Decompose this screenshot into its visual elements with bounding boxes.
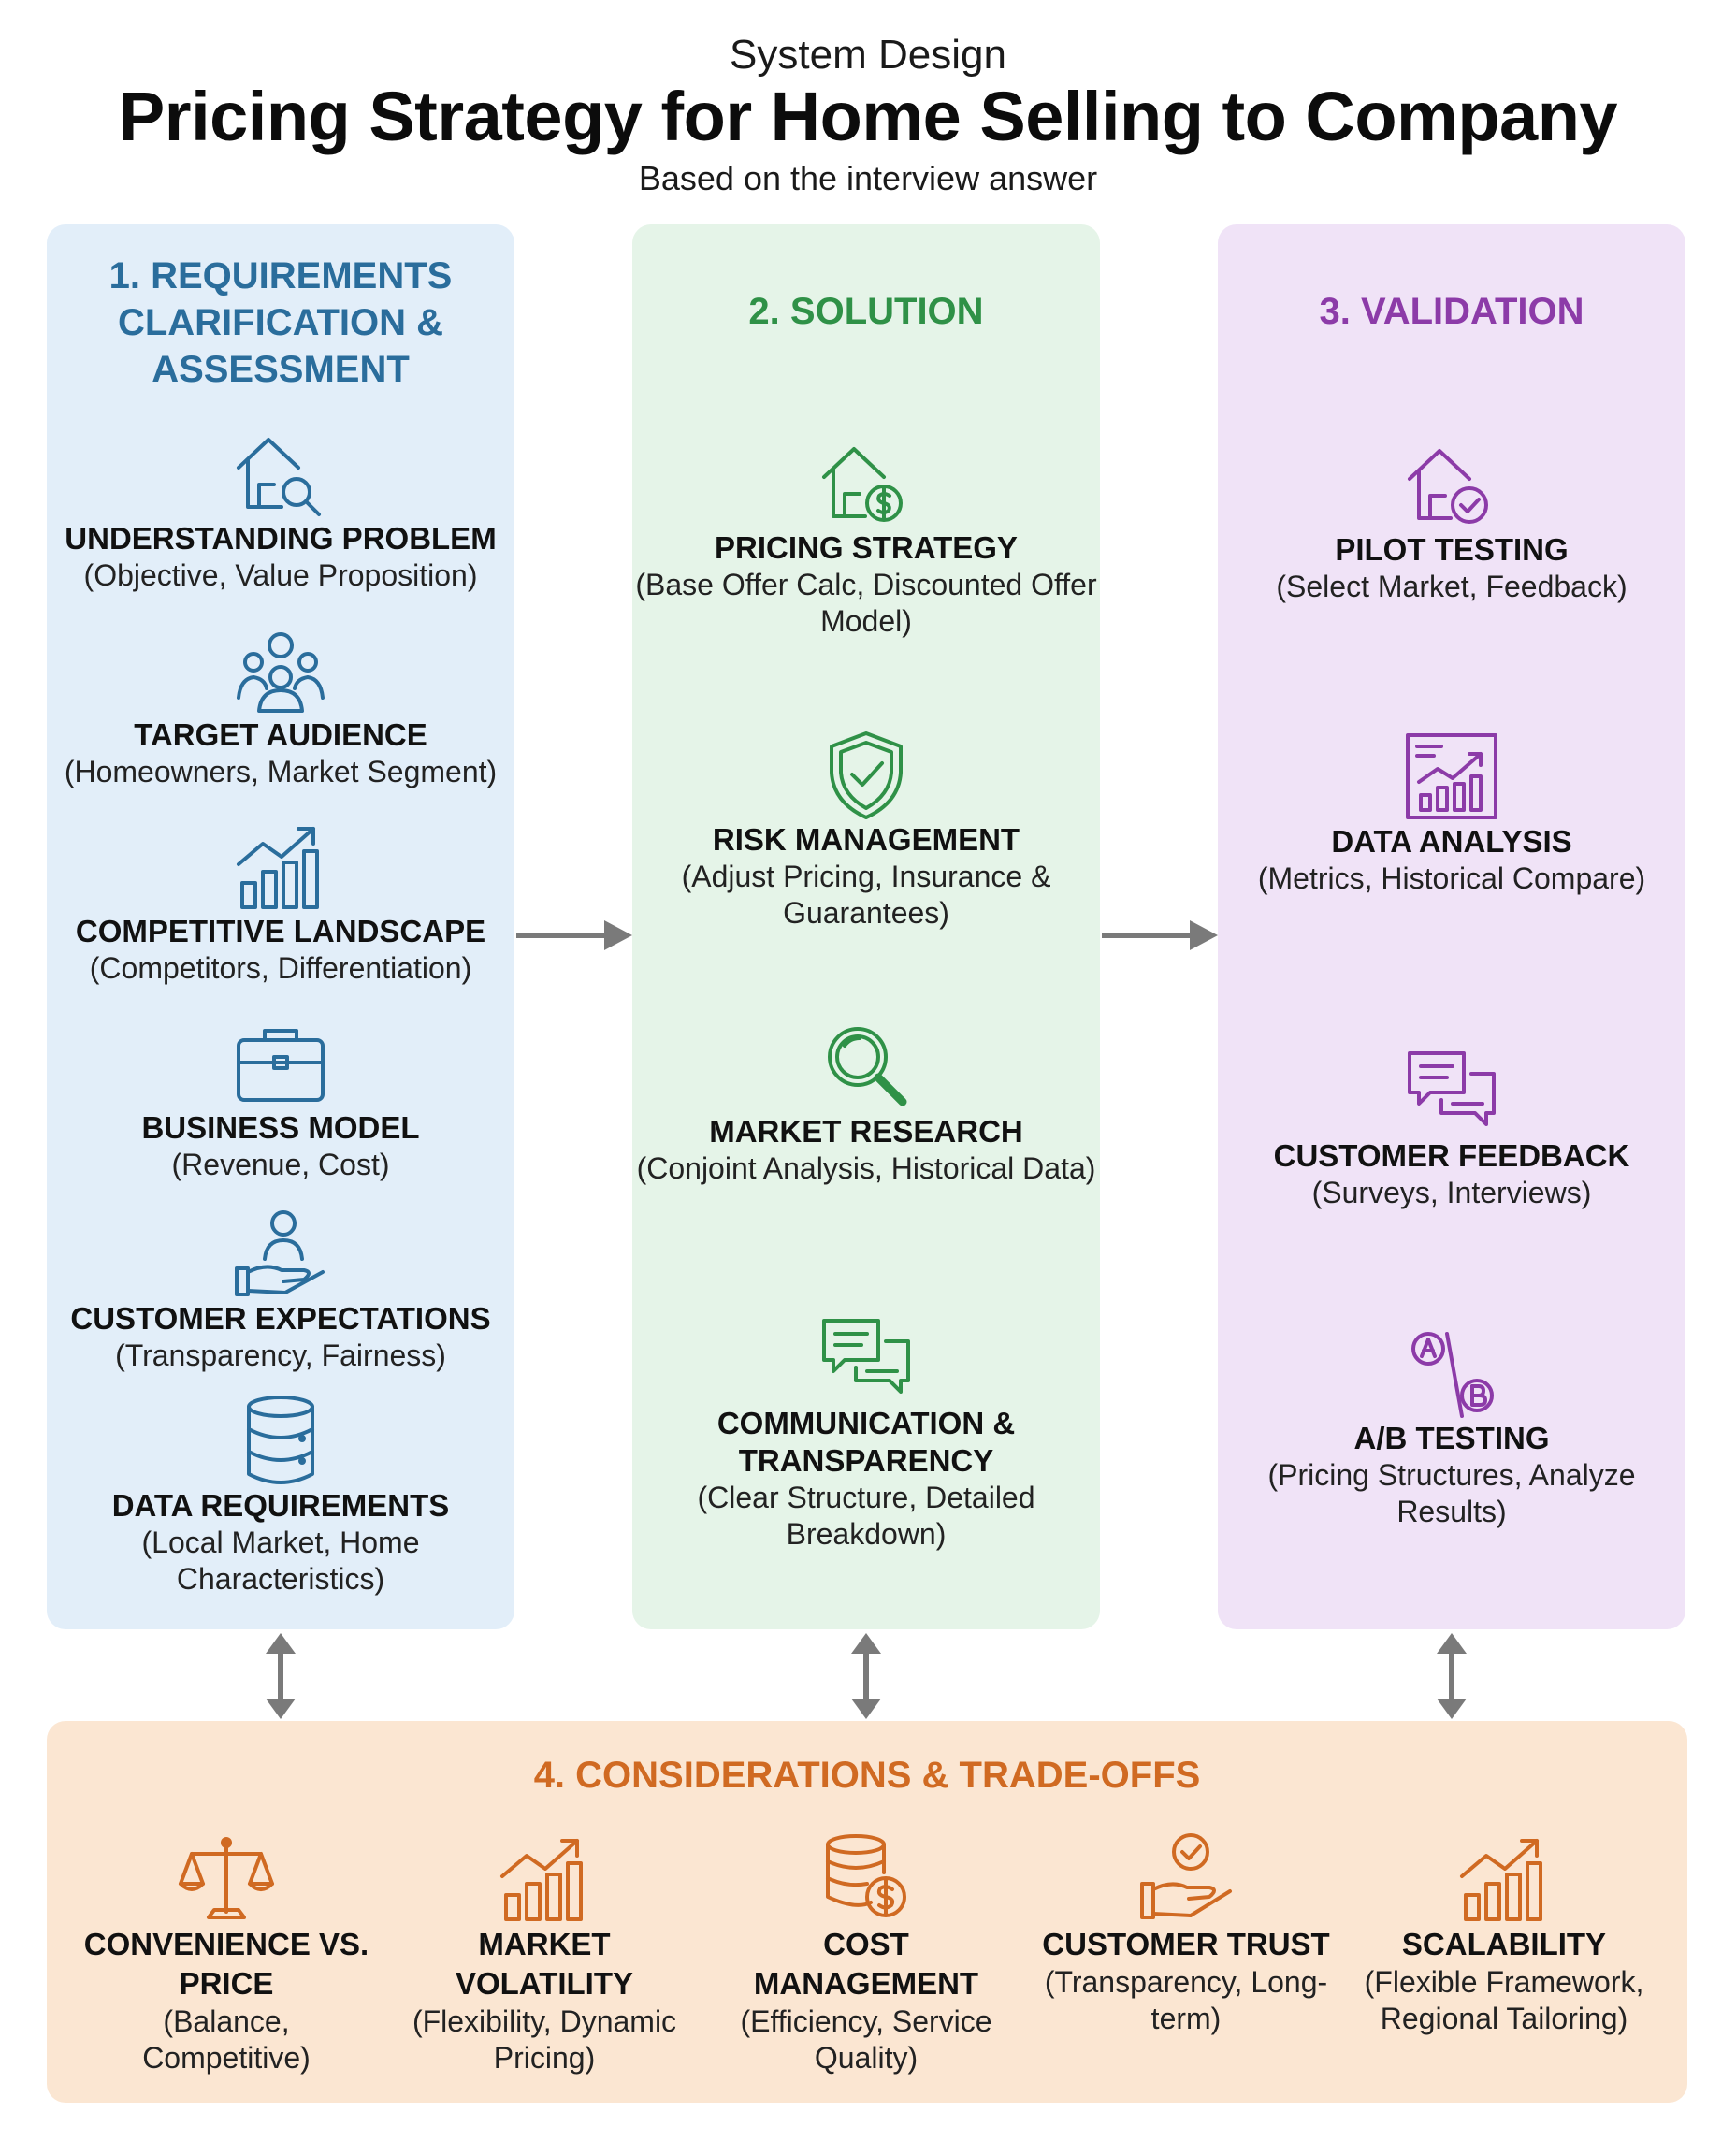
market-research-item: MARKET RESEARCH (Conjoint Analysis, Hist… [632,1020,1100,1187]
cost-management-item: COST MANAGEMENT (Efficiency, Service Qua… [716,1831,1016,2076]
item-description: (Transparency, Long-term) [1044,1965,1328,2035]
item-description: (Transparency, Fairness) [115,1338,446,1372]
item-title: COMPETITIVE LANDSCAPE [75,914,486,948]
validation-column: 3. VALIDATION PILOT TESTING (Select Mark… [1218,224,1685,1629]
customer-feedback-item: CUSTOMER FEEDBACK (Surveys, Interviews) [1218,1044,1685,1211]
diagram-supertitle: System Design [730,32,1006,78]
business-model-item: BUSINESS MODEL (Revenue, Cost) [47,1016,514,1183]
item-title: CUSTOMER FEEDBACK [1273,1138,1630,1173]
magnifier-icon [828,1027,907,1106]
item-description: (Flexibility, Dynamic Pricing) [412,2004,677,2075]
item-description: (Revenue, Cost) [171,1148,390,1181]
chat-bubbles-icon [1408,1051,1496,1126]
item-description: (Balance, Competitive) [142,2004,311,2075]
person-hand-icon [235,1210,325,1296]
item-title: COMMUNICATION & TRANSPARENCY [716,1406,1016,1478]
flow-arrow-requirements-to-solution [516,920,632,950]
flow-arrow-solution-to-validation [1102,920,1218,950]
item-title: MARKET RESEARCH [709,1114,1023,1149]
customer-expectations-item: CUSTOMER EXPECTATIONS (Transparency, Fai… [47,1207,514,1374]
communication-transparency-item: COMMUNICATION & TRANSPARENCY (Clear Stru… [632,1311,1100,1553]
considerations-title: 4. CONSIDERATIONS & TRADE-OFFS [533,1755,1201,1796]
chat-bubbles-icon [822,1319,910,1394]
double-arrow-solution-considerations [851,1633,881,1719]
pricing-strategy-item: PRICING STRATEGY (Base Offer Calc, Disco… [632,436,1100,640]
item-title: COST MANAGEMENT [753,1927,979,2001]
understanding-problem-item: UNDERSTANDING PROBLEM (Objective, Value … [47,427,514,594]
item-title: DATA REQUIREMENTS [111,1488,450,1523]
item-description: (Surveys, Interviews) [1311,1176,1592,1209]
item-title: A/B TESTING [1353,1421,1550,1455]
customer-trust-item: CUSTOMER TRUST (Transparency, Long-term) [1036,1831,1336,2037]
ab-testing-item: A/B TESTING (Pricing Structures, Analyze… [1218,1326,1685,1530]
item-title: UNDERSTANDING PROBLEM [65,521,497,556]
considerations-panel: 4. CONSIDERATIONS & TRADE-OFFS CONVENIEN… [47,1721,1687,2103]
data-analysis-item: DATA ANALYSIS (Metrics, Historical Compa… [1218,730,1685,897]
item-description: (Base Offer Calc, Discounted Offer Model… [635,568,1097,638]
item-title: PRICING STRATEGY [715,530,1018,565]
item-description: (Pricing Structures, Analyze Results) [1267,1458,1636,1528]
item-description: (Metrics, Historical Compare) [1257,861,1646,895]
item-description: (Local Market, Home Characteristics) [141,1526,420,1596]
double-arrow-validation-considerations [1437,1633,1467,1719]
item-description: (Conjoint Analysis, Historical Data) [636,1151,1096,1185]
scales-icon [179,1837,274,1919]
database-icon [247,1396,314,1484]
item-description: (Clear Structure, Detailed Breakdown) [697,1481,1035,1551]
solution-column: 2. SOLUTION PRICING STRATEGY (Base Offer… [632,224,1100,1629]
item-description: (Select Market, Feedback) [1276,570,1628,603]
data-requirements-item: DATA REQUIREMENTS (Local Market, Home Ch… [47,1394,514,1598]
analytics-chart-icon [1406,733,1497,819]
double-arrow-requirements-considerations [266,1633,296,1719]
briefcase-icon [237,1029,325,1102]
item-description: (Flexible Framework, Regional Tailoring) [1364,1965,1644,2035]
coins-dollar-icon [826,1834,906,1917]
pilot-testing-item: PILOT TESTING (Select Market, Feedback) [1218,438,1685,605]
bar-chart-growth-icon [500,1839,583,1921]
bar-chart-growth-icon [1460,1839,1542,1921]
diagram-subtitle: Based on the interview answer [638,159,1098,197]
people-group-icon [237,632,325,713]
risk-management-item: RISK MANAGEMENT (Adjust Pricing, Insuran… [632,728,1100,932]
item-title: CUSTOMER TRUST [1042,1927,1330,1961]
solution-column-title: 2. SOLUTION [748,291,984,332]
house-search-icon [237,438,321,516]
hand-check-icon [1140,1833,1232,1919]
ab-test-icon [1411,1332,1494,1418]
item-title: TARGET AUDIENCE [134,717,427,752]
target-audience-item: TARGET AUDIENCE (Homeowners, Market Segm… [47,623,514,790]
item-title: CUSTOMER EXPECTATIONS [70,1301,491,1336]
item-title: BUSINESS MODEL [141,1110,420,1145]
house-check-icon [1408,449,1488,524]
item-description: (Competitors, Differentiation) [89,951,472,985]
competitive-landscape-item: COMPETITIVE LANDSCAPE (Competitors, Diff… [47,819,514,987]
scalability-item: SCALABILITY (Flexible Framework, Regiona… [1354,1831,1654,2037]
shield-check-icon [830,731,903,819]
item-title: MARKET VOLATILITY [455,1927,634,2001]
item-description: (Homeowners, Market Segment) [64,755,498,788]
bar-chart-growth-icon [237,827,319,909]
validation-column-title: 3. VALIDATION [1319,291,1584,332]
house-dollar-icon [822,447,903,522]
item-title: SCALABILITY [1401,1927,1607,1961]
requirements-column-title: 1. REQUIREMENTS CLARIFICATION & ASSESSME… [108,255,453,390]
diagram-title: Pricing Strategy for Home Selling to Com… [118,78,1618,155]
item-title: CONVENIENCE VS. PRICE [83,1927,369,2001]
item-description: (Objective, Value Proposition) [83,558,478,592]
item-title: DATA ANALYSIS [1331,824,1572,859]
item-title: RISK MANAGEMENT [712,822,1020,857]
item-title: PILOT TESTING [1335,532,1569,567]
convenience-vs-price-item: CONVENIENCE VS. PRICE (Balance, Competit… [77,1831,376,2076]
item-description: (Adjust Pricing, Insurance & Guarantees) [681,860,1051,930]
item-description: (Efficiency, Service Quality) [740,2004,992,2075]
market-volatility-item: MARKET VOLATILITY (Flexibility, Dynamic … [395,1831,694,2076]
requirements-column: 1. REQUIREMENTS CLARIFICATION & ASSESSME… [47,224,514,1629]
